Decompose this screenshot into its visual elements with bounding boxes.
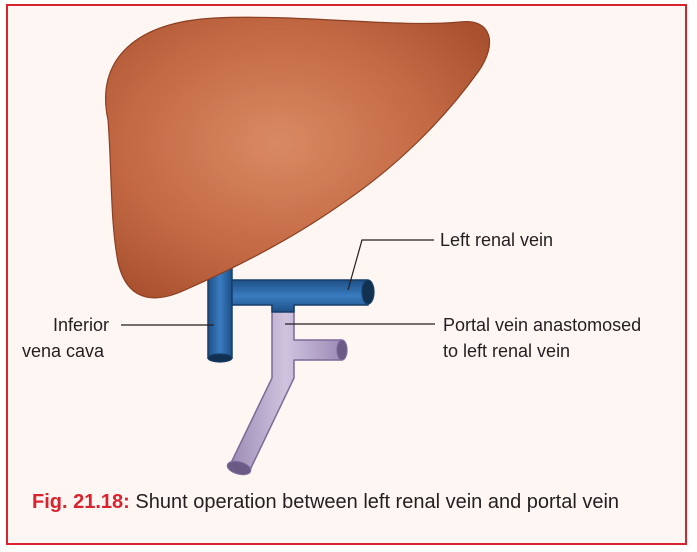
label-inferior-line2: vena cava	[22, 340, 104, 362]
left-renal-vein	[232, 280, 368, 312]
caption-text: Shunt operation between left renal vein …	[135, 491, 619, 513]
label-portal-vein-line2: to left renal vein	[443, 340, 570, 362]
inferior-vena-cava-end	[208, 354, 232, 362]
label-portal-vein-line1: Portal vein anastomosed	[443, 314, 641, 336]
left-renal-vein-end	[362, 280, 374, 304]
figure-caption: Fig. 21.18: Shunt operation between left…	[32, 489, 682, 515]
portal-vein	[230, 300, 342, 470]
label-inferior-line1: Inferior	[53, 314, 109, 336]
label-left-renal-vein: Left renal vein	[440, 229, 553, 251]
caption-figure-number: Fig. 21.18:	[32, 491, 130, 513]
portal-vein-branch-end	[337, 340, 347, 360]
liver	[106, 17, 490, 298]
